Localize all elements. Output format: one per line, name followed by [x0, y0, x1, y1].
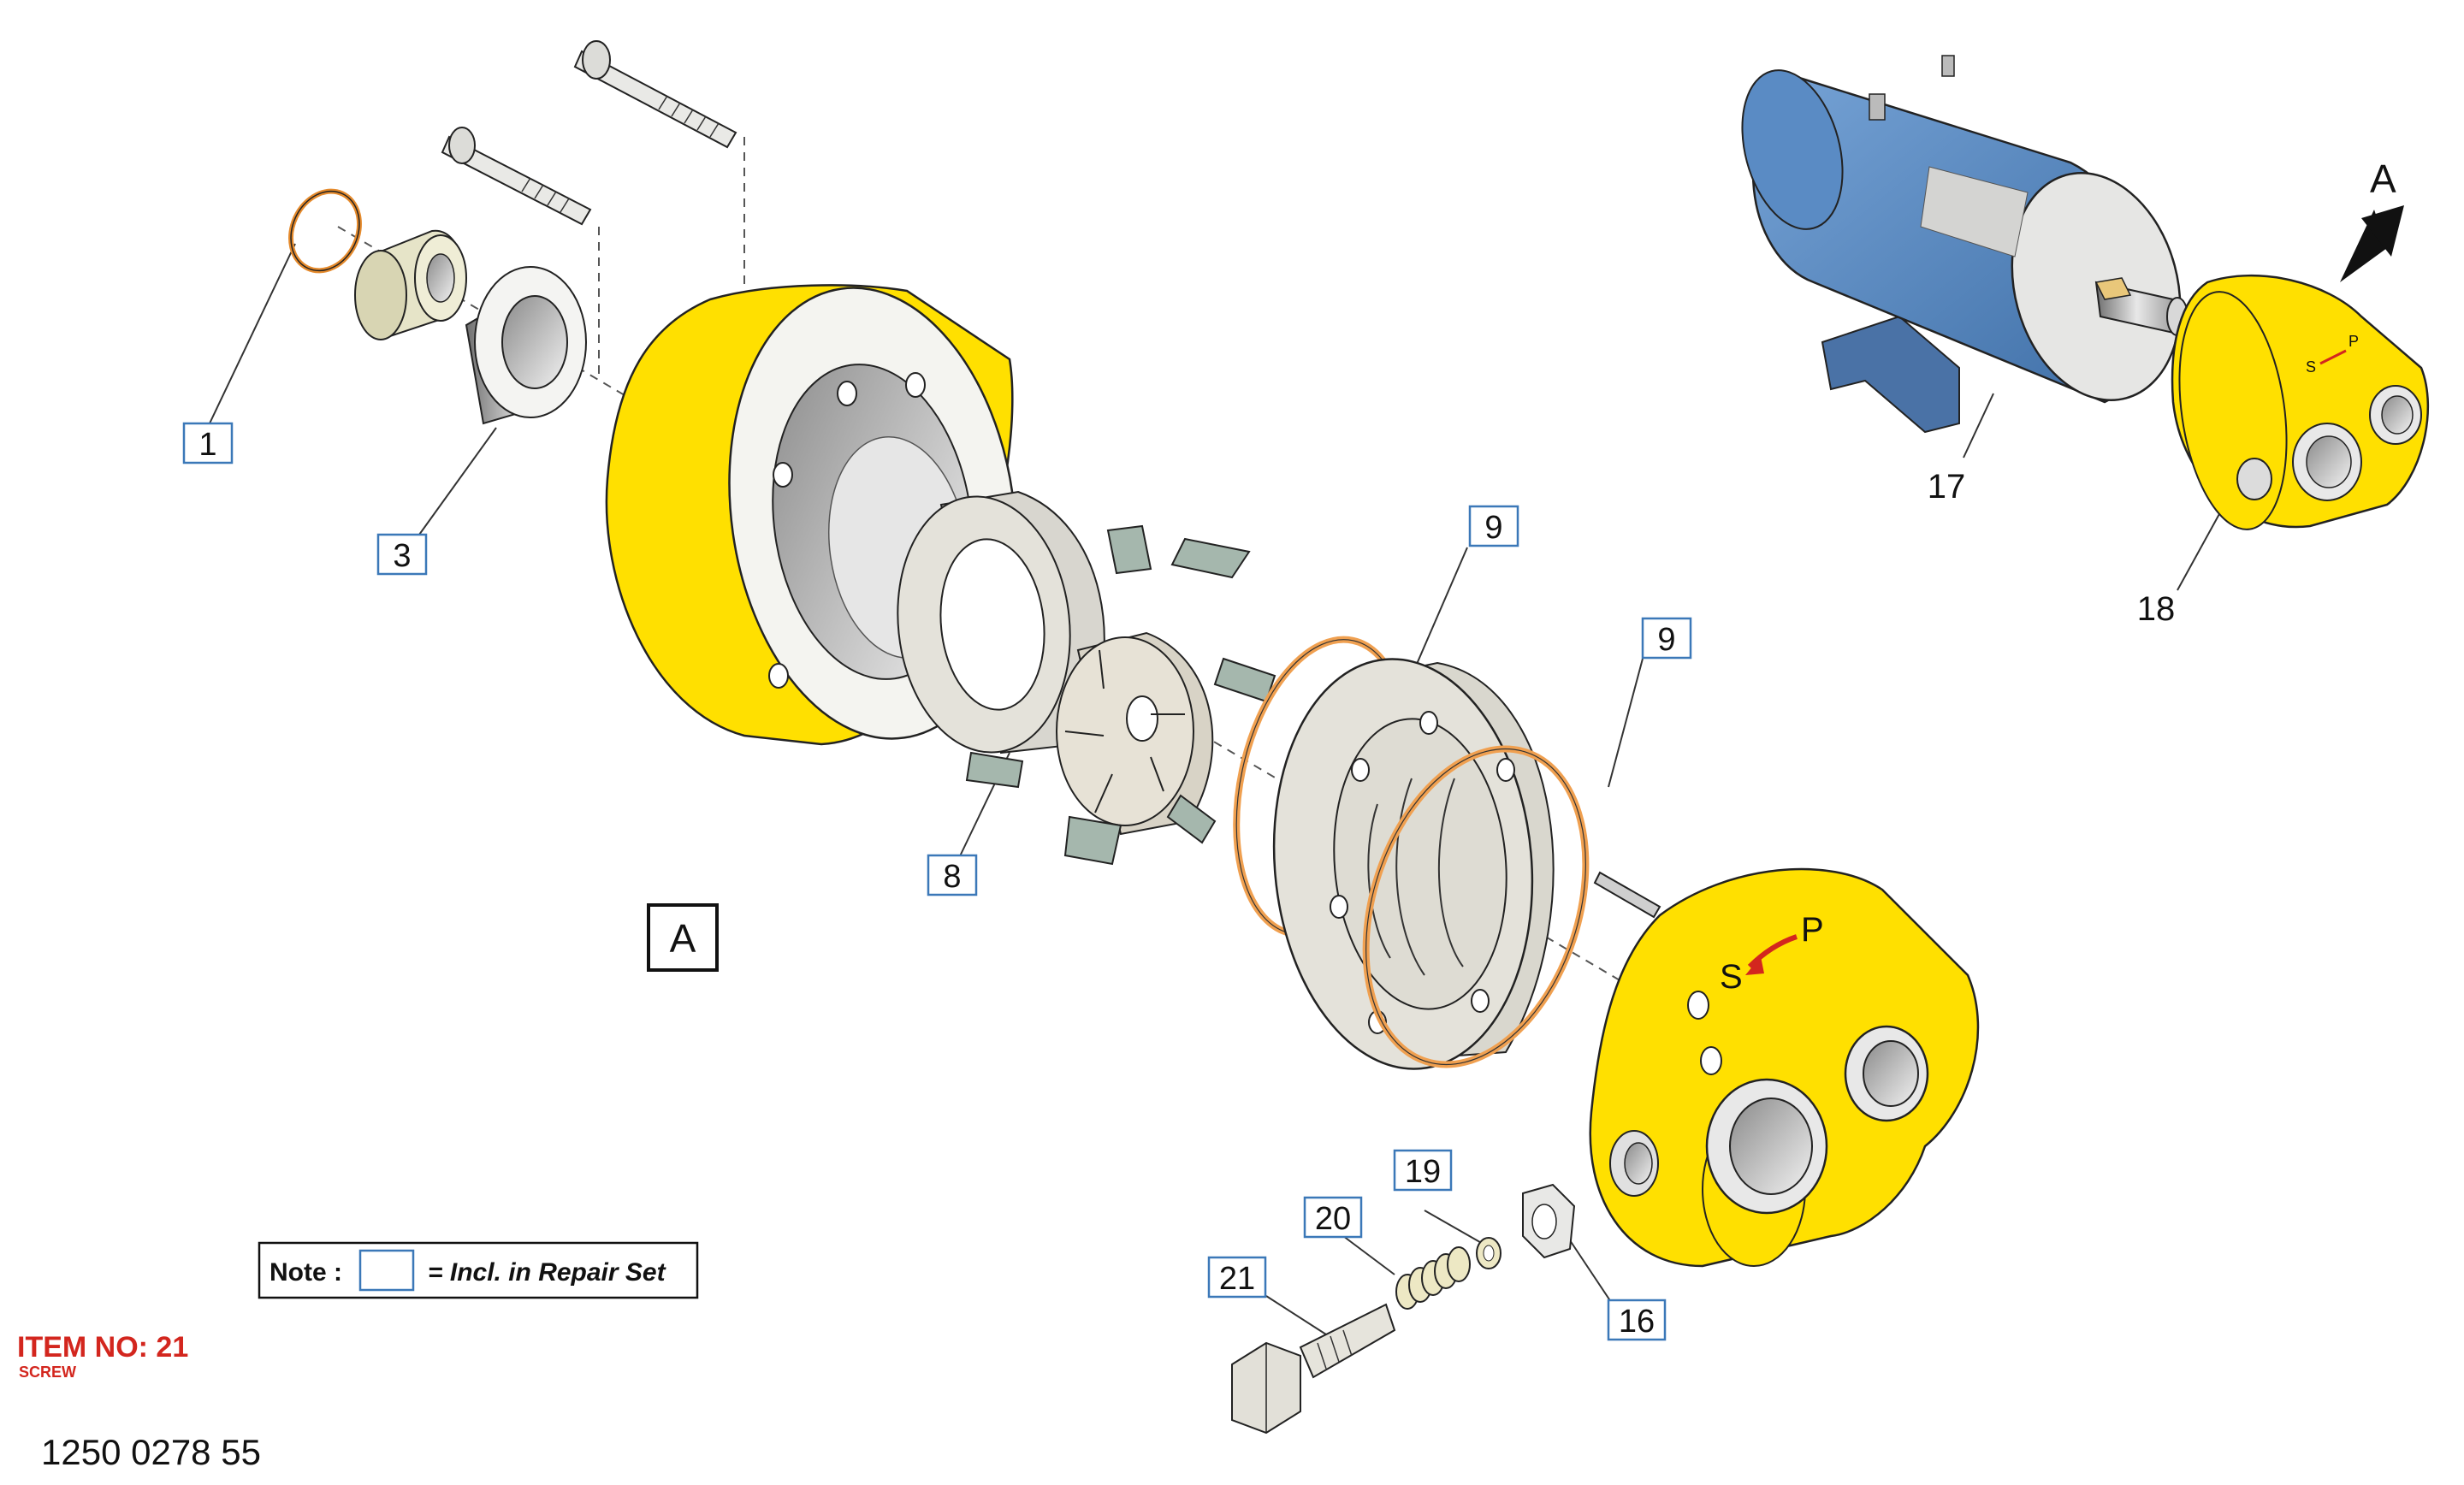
callout-20: 20: [1303, 1196, 1363, 1239]
bushing: [354, 229, 467, 340]
label-17: 17: [1928, 468, 1966, 506]
spring: [1395, 1246, 1471, 1310]
note-box: Note : = Incl. in Repair Set: [258, 1241, 699, 1299]
washer: [1476, 1237, 1502, 1269]
callout-9a-label: 9: [1484, 510, 1502, 546]
callout-leaders: [209, 243, 2225, 1335]
callout-16: 16: [1607, 1299, 1667, 1341]
callout-21-label: 21: [1219, 1261, 1255, 1297]
callout-3-label: 3: [393, 538, 411, 574]
callout-8-label: 8: [943, 859, 961, 895]
callout-1: 1: [182, 422, 234, 464]
view-arrow-label: A: [2370, 157, 2396, 201]
svg-text:S: S: [1720, 958, 1743, 996]
lock-nut: [1522, 1183, 1576, 1259]
callout-9a: 9: [1468, 505, 1519, 547]
view-arrow: A: [2340, 157, 2404, 282]
note-suffix: = Incl. in Repair Set: [428, 1258, 667, 1287]
electric-motor: [1741, 55, 2189, 434]
item-title: ITEM NO: 21: [17, 1331, 188, 1364]
vanes: [965, 524, 1276, 866]
item-subtitle: SCREW: [19, 1364, 76, 1381]
dowel-pin: [1593, 871, 1661, 919]
note-sample-box: [358, 1249, 415, 1292]
long-bolt-1: [573, 40, 737, 149]
callout-21: 21: [1207, 1256, 1267, 1299]
svg-text:S: S: [2306, 358, 2316, 376]
svg-text:P: P: [1801, 911, 1824, 949]
o-ring-2: [1362, 745, 1590, 1068]
pressure-plate: [1272, 658, 1555, 1070]
callout-19-label: 19: [1405, 1154, 1441, 1190]
svg-text:P: P: [2348, 333, 2359, 350]
note-prefix: Note :: [270, 1258, 342, 1287]
view-marker-label: A: [670, 916, 696, 961]
callout-8: 8: [927, 854, 978, 896]
screw: [1231, 1303, 1396, 1435]
callout-3: 3: [376, 533, 428, 576]
callout-19: 19: [1393, 1149, 1453, 1192]
callout-20-label: 20: [1315, 1201, 1351, 1237]
callout-9b: 9: [1641, 617, 1692, 660]
view-marker-box: A: [647, 903, 719, 972]
long-bolt-2: [441, 127, 592, 226]
end-cover: S P: [1589, 867, 1980, 1268]
bearing: [465, 266, 587, 425]
pump-assembly: S P: [2171, 274, 2430, 530]
callout-9b-label: 9: [1657, 622, 1675, 658]
cam-ring: [897, 490, 1105, 754]
callout-1-label: 1: [198, 427, 216, 463]
rotor: [1056, 631, 1214, 836]
callout-16-label: 16: [1619, 1304, 1655, 1340]
part-number: 1250 0278 55: [41, 1432, 261, 1472]
label-18: 18: [2137, 590, 2176, 628]
circlip-ring: [288, 188, 362, 274]
